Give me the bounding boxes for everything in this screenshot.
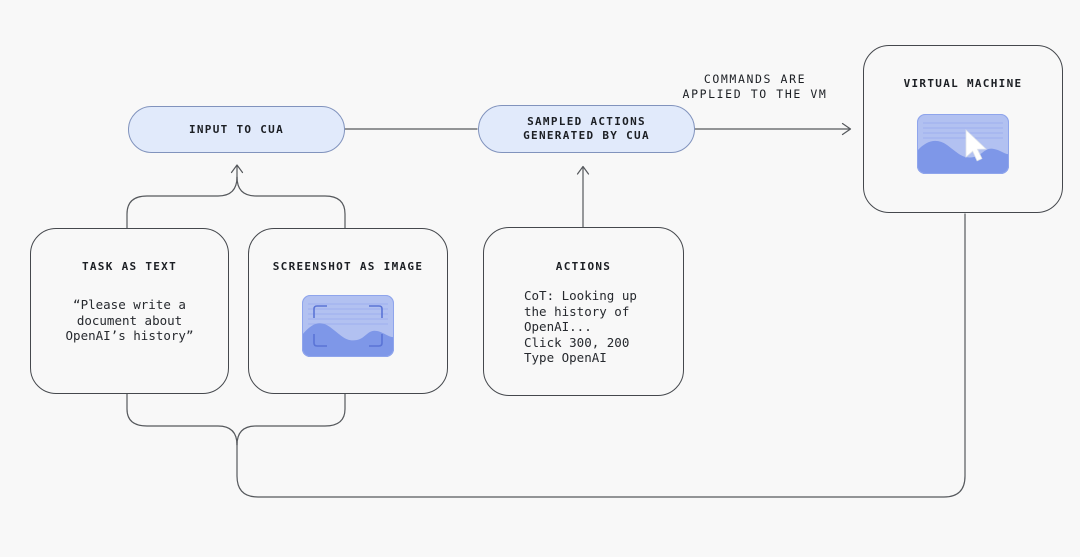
commands-annotation-line1: COMMANDS ARE — [703, 72, 807, 86]
screenshot-crop-icon — [302, 295, 394, 357]
edge-vm-feedback-loop — [236, 213, 966, 498]
node-actions: ACTIONS CoT: Looking up the history of O… — [483, 227, 684, 396]
edge-screenshot-to-input — [236, 176, 346, 229]
task-box-title: TASK AS TEXT — [81, 260, 178, 273]
screen-with-cursor-icon — [917, 114, 1009, 174]
edge-task-to-loop — [126, 392, 238, 446]
node-input-to-cua: INPUT TO CUA — [128, 106, 345, 153]
actions-body: CoT: Looking up the history of OpenAI...… — [524, 288, 637, 366]
edge-screenshot-to-loop — [236, 392, 346, 446]
node-sampled-actions: SAMPLED ACTIONS GENERATED BY CUA — [478, 105, 695, 153]
actions-line3: OpenAI... — [524, 319, 592, 334]
task-quote-line2: document about — [76, 312, 183, 328]
arrowhead-up-actions-icon — [576, 165, 590, 175]
actions-line1: CoT: Looking up — [524, 288, 637, 303]
sampled-pill-line1: SAMPLED ACTIONS — [527, 115, 646, 128]
arrowhead-up-merge-icon — [230, 164, 244, 174]
commands-annotation: COMMANDS ARE APPLIED TO THE VM — [675, 72, 835, 102]
task-quote: “Please write a document about OpenAI’s … — [31, 297, 228, 344]
sampled-pill-line2: GENERATED BY CUA — [523, 129, 650, 142]
node-screenshot-as-image: SCREENSHOT AS IMAGE — [248, 228, 448, 394]
vm-title: VIRTUAL MACHINE — [903, 77, 1023, 90]
screenshot-box-title: SCREENSHOT AS IMAGE — [272, 260, 424, 273]
task-quote-line3: OpenAI’s history” — [65, 328, 194, 343]
node-virtual-machine: VIRTUAL MACHINE — [863, 45, 1063, 213]
input-pill-label: INPUT TO CUA — [188, 122, 285, 136]
mouse-cursor-icon — [965, 129, 987, 162]
actions-box-title: ACTIONS — [555, 260, 612, 273]
arrowhead-right-icon — [841, 122, 852, 136]
actions-line5: Type OpenAI — [524, 350, 607, 365]
commands-annotation-line2: APPLIED TO THE VM — [682, 87, 828, 101]
crop-corners-icon — [313, 305, 383, 347]
edge-task-to-input — [126, 176, 238, 229]
actions-line2: the history of — [524, 303, 630, 319]
actions-line4: Click 300, 200 — [524, 334, 630, 350]
node-task-as-text: TASK AS TEXT “Please write a document ab… — [30, 228, 229, 394]
task-quote-line1: “Please write a — [73, 297, 186, 312]
